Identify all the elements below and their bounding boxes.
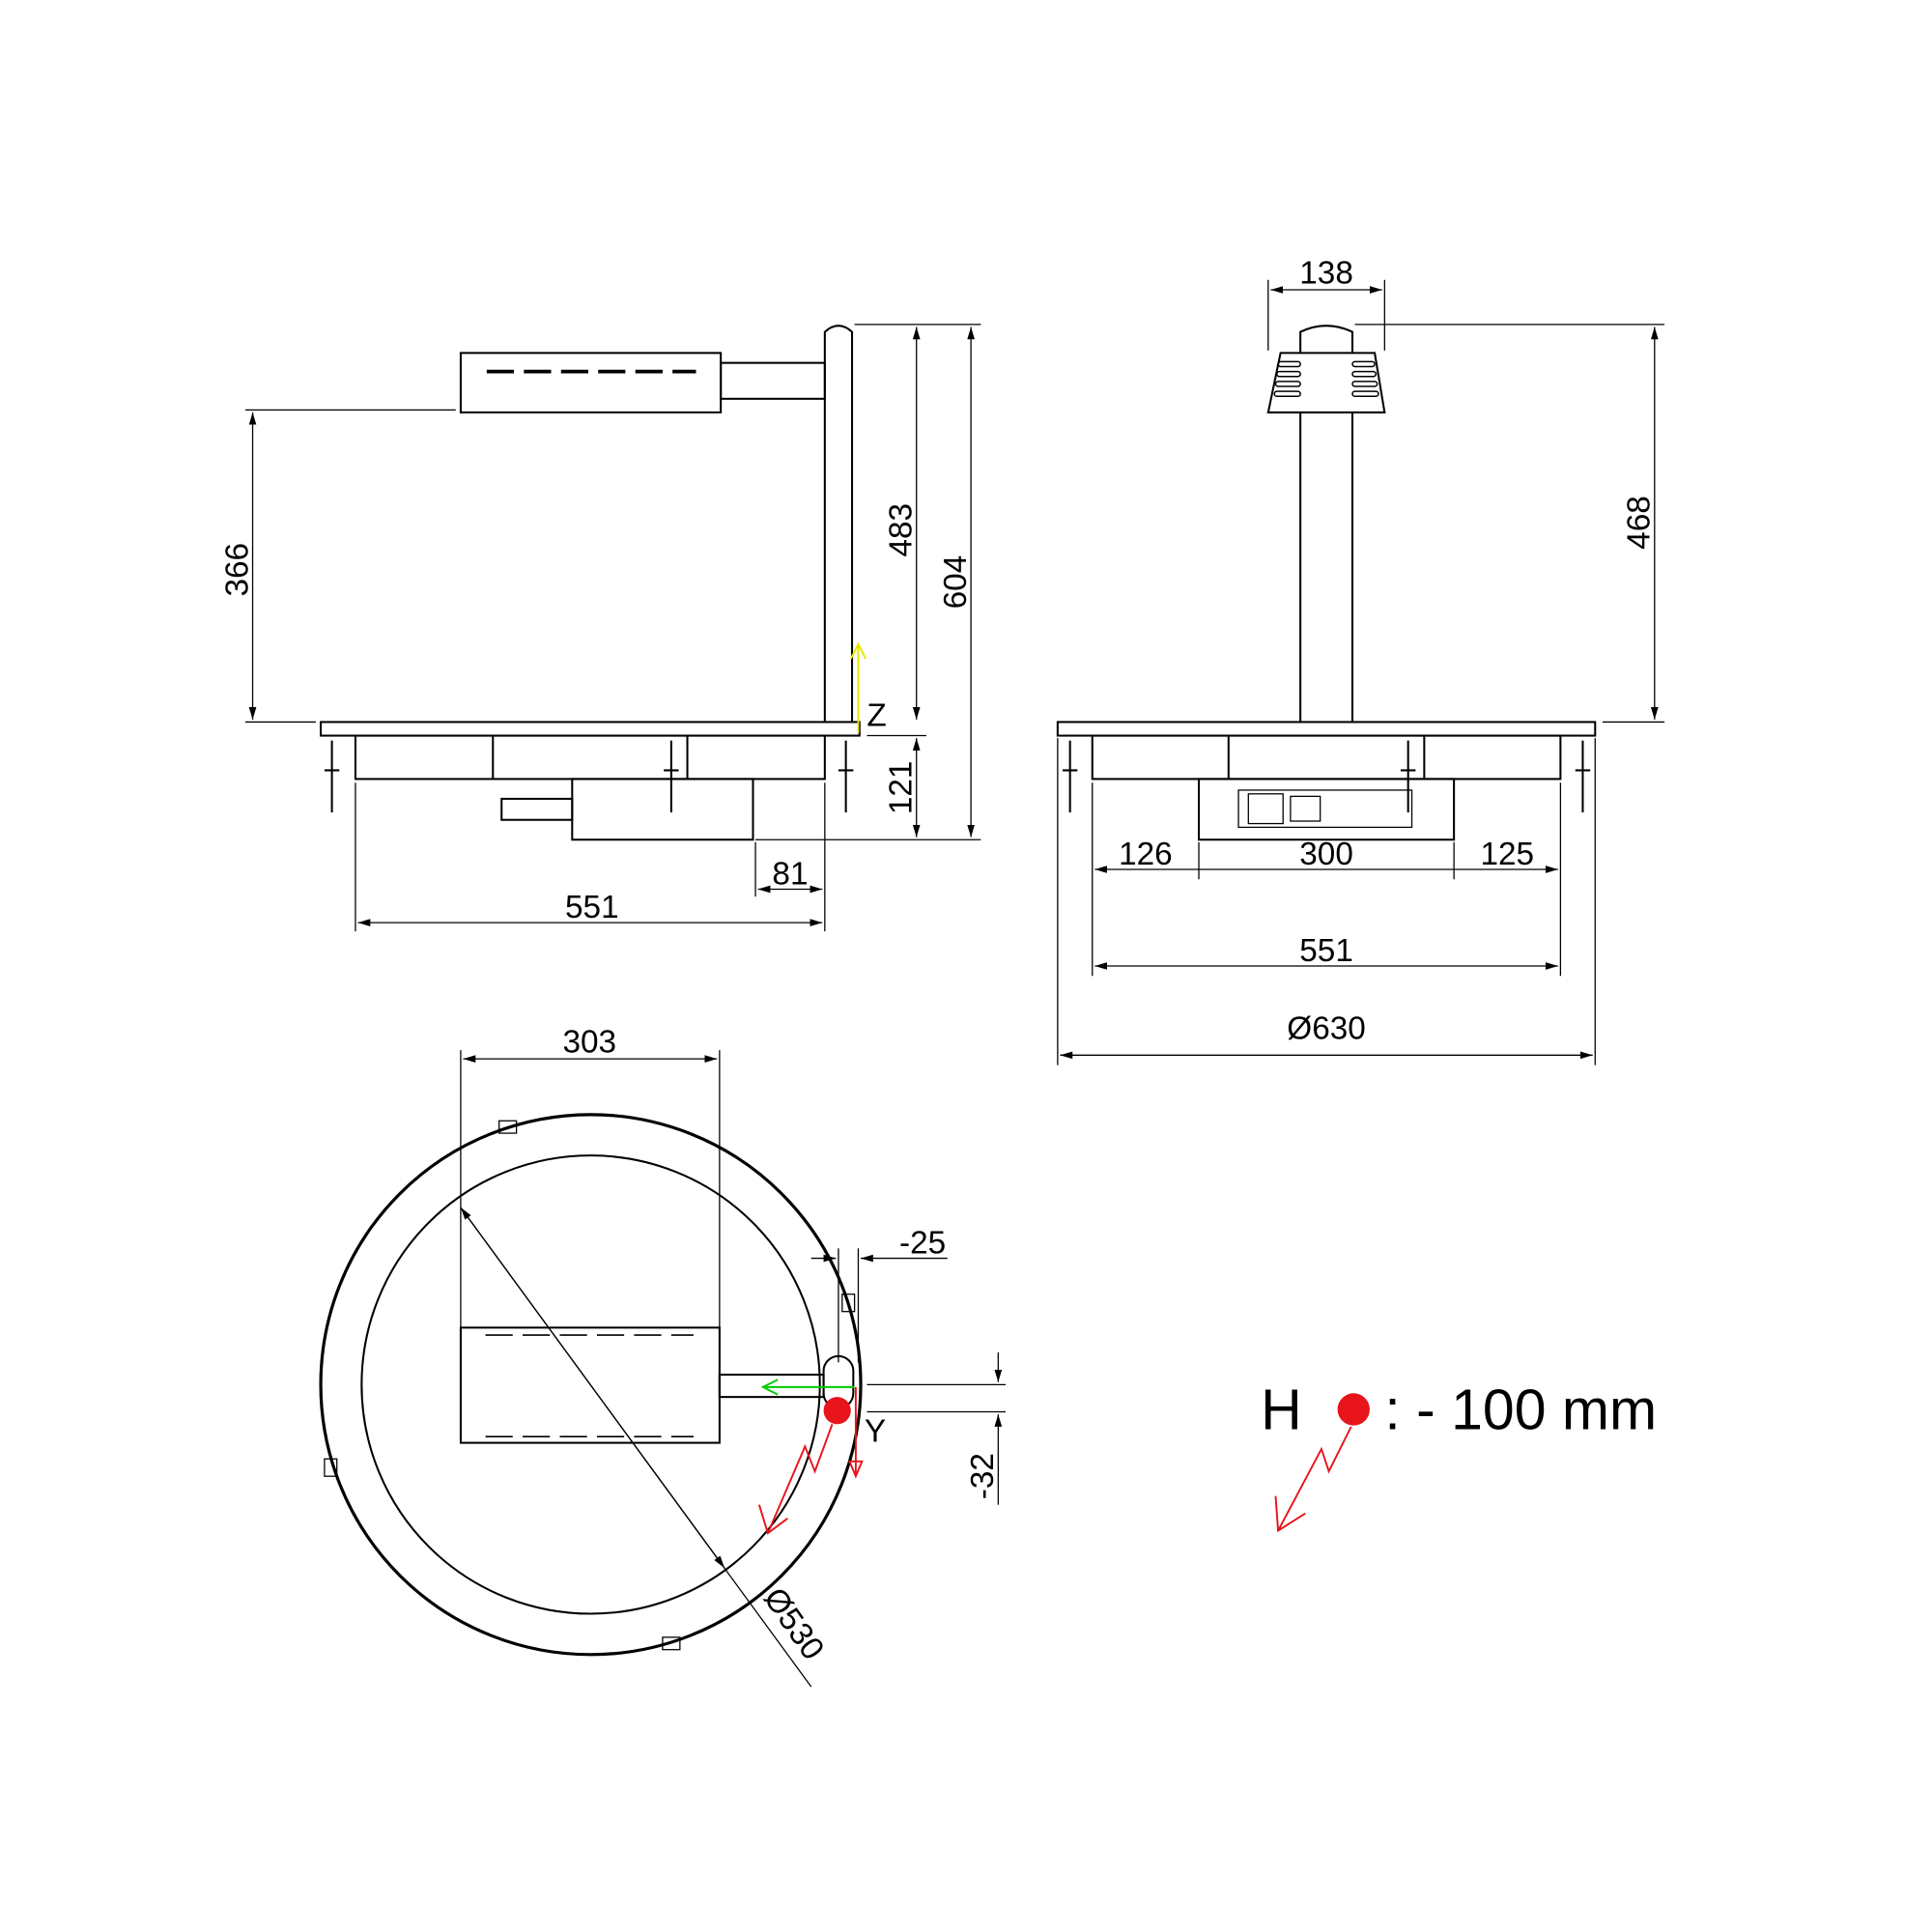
clamps	[324, 740, 854, 813]
dim-303: 303	[562, 1025, 616, 1061]
axis-z-label: Z	[867, 697, 886, 733]
arm	[720, 361, 826, 400]
height-marker	[823, 1397, 851, 1425]
dim-604: 604	[938, 555, 974, 610]
dim-126: 126	[1119, 837, 1173, 872]
control-box	[1198, 778, 1456, 841]
axis-y-label: Y	[865, 1413, 886, 1449]
frame	[354, 734, 826, 781]
dim-138: 138	[1299, 256, 1353, 292]
dim-483: 483	[884, 503, 920, 557]
legend-value: : - 100 mm	[1384, 1378, 1657, 1441]
dim-minus-25: -25	[899, 1225, 946, 1261]
table-top	[320, 721, 861, 737]
dim-300: 300	[1299, 837, 1353, 872]
legend-marker-icon	[1337, 1393, 1370, 1426]
front-view: 138 468 126 300 125 551 Ø630	[1056, 256, 1665, 1065]
dim-121: 121	[884, 761, 920, 815]
dim-81: 81	[772, 856, 808, 892]
legend-label: H	[1261, 1378, 1302, 1441]
dim-468: 468	[1622, 496, 1658, 550]
dim-366: 366	[219, 543, 255, 597]
dim-551-side: 551	[565, 890, 619, 925]
table-top	[1056, 721, 1597, 737]
inner-ring	[360, 1154, 821, 1615]
pipe	[500, 797, 574, 821]
pole	[1299, 325, 1354, 723]
arm	[718, 1374, 825, 1399]
outer-ring	[319, 1113, 863, 1657]
legend: H : - 100 mm	[1261, 1378, 1657, 1533]
lamp-head	[1266, 352, 1386, 413]
side-view: Z 366 483 604 121 81 551	[219, 324, 981, 932]
lamp-tube	[459, 352, 723, 413]
dim-630: Ø630	[1287, 1011, 1366, 1047]
dim-530: Ø530	[756, 1581, 831, 1666]
dim-minus-32: -32	[965, 1453, 1001, 1499]
control-box	[571, 778, 754, 841]
top-view: Y 303 -25 -32 Ø530	[319, 1025, 1007, 1688]
pole	[823, 325, 854, 723]
dim-551-front: 551	[1299, 933, 1353, 969]
dim-125: 125	[1480, 837, 1534, 872]
